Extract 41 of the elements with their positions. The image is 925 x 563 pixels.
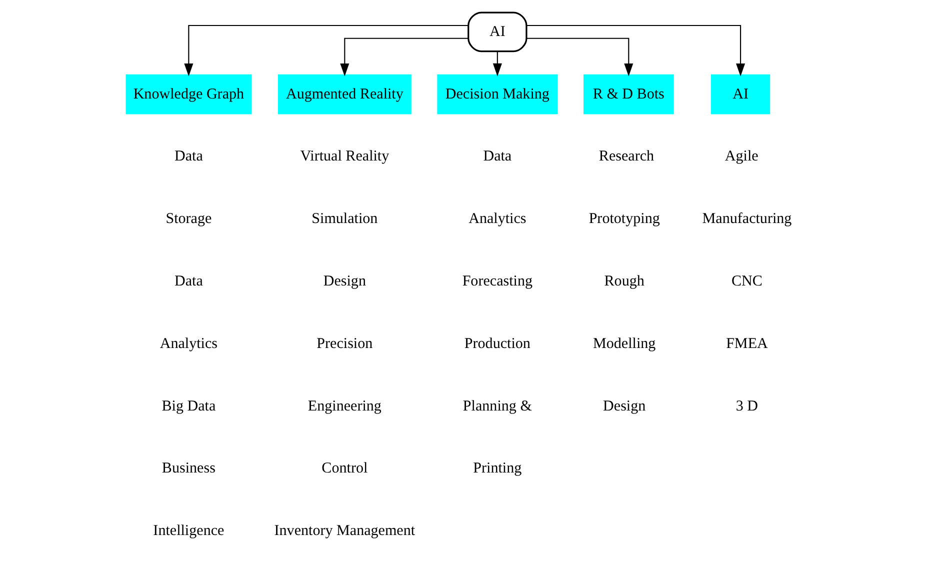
label: Planning &: [462, 398, 532, 414]
label: Modelling: [592, 336, 656, 352]
label: Business: [161, 460, 215, 477]
label: Control: [321, 460, 368, 477]
label: Design: [602, 398, 646, 414]
label: Storage: [165, 211, 212, 228]
label: Prototyping: [588, 211, 660, 228]
label: Research: [598, 148, 654, 165]
label: Big Data: [161, 398, 216, 414]
label: Analytics: [468, 211, 526, 228]
arrow: [526, 24, 745, 76]
label: Manufacturing: [702, 211, 792, 228]
arrow: [492, 51, 502, 76]
node-box: Decision Making: [436, 74, 558, 114]
label: Rough: [604, 273, 644, 290]
node-box: AI: [710, 74, 770, 114]
label: CNC: [731, 273, 762, 290]
label: Design: [322, 273, 366, 290]
label: 3 D: [735, 398, 758, 414]
label: Data: [174, 148, 202, 165]
label: Production: [464, 336, 530, 352]
node-box: AI: [467, 12, 527, 52]
node-box: R & D Bots: [582, 74, 674, 114]
label: Simulation: [311, 211, 378, 228]
arrow: [340, 38, 468, 76]
label: Data: [482, 148, 512, 165]
arrow: [526, 38, 633, 76]
label: Engineering: [307, 398, 381, 414]
label: Agile: [724, 148, 758, 165]
label: Precision: [316, 336, 372, 352]
label: FMEA: [726, 336, 768, 352]
label: Printing: [472, 460, 522, 477]
label: Inventory Management: [274, 523, 415, 540]
arrow: [184, 24, 468, 76]
label: Analytics: [159, 336, 218, 352]
node-box: Knowledge Graph: [125, 74, 252, 114]
node-box: Augmented Reality: [277, 74, 411, 114]
label: Virtual Reality: [300, 148, 389, 165]
label: Data: [174, 273, 202, 290]
label: Intelligence: [152, 523, 224, 540]
label: Forecasting: [462, 273, 532, 290]
